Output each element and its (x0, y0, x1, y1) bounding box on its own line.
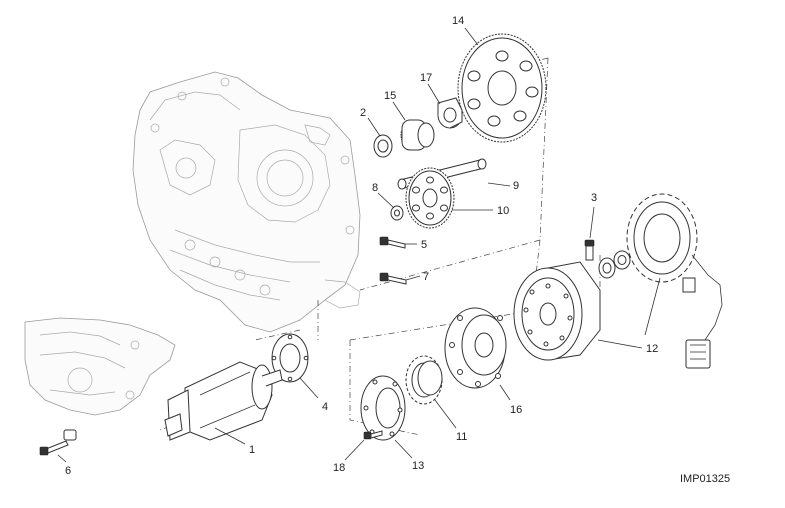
starter-motor (164, 361, 283, 441)
callout-15: 15 (384, 90, 396, 102)
screw-6 (39, 429, 77, 456)
intermediate-gear-knurled (400, 119, 435, 151)
callout-5: 5 (421, 239, 427, 251)
callout-3: 3 (591, 192, 597, 204)
callout-7: 7 (423, 271, 429, 283)
callout-1: 1 (249, 444, 255, 456)
callout-6: 6 (65, 465, 71, 477)
clutch-cover-plate (360, 375, 406, 441)
leader-lines (57, 27, 661, 463)
crankcase-illustration (132, 71, 361, 333)
flywheel-washer (598, 250, 631, 279)
callout-2: 2 (360, 107, 366, 119)
freewheel-clutch (405, 355, 443, 405)
callout-labels: 1 2 3 4 5 6 7 8 9 10 11 12 13 14 15 16 1… (65, 15, 658, 477)
generator-rotor (513, 261, 601, 361)
callout-14: 14 (452, 15, 464, 27)
flywheel-hub (444, 307, 507, 389)
callout-13: 13 (412, 460, 424, 472)
thrust-washer (373, 134, 393, 158)
callout-18: 18 (333, 462, 345, 474)
screw-18 (363, 430, 383, 440)
generator-stator (626, 193, 723, 369)
large-starter-gear (457, 33, 547, 143)
callout-10: 10 (497, 205, 509, 217)
small-washer (390, 205, 404, 221)
bushing (437, 97, 463, 129)
crankcase-lower-illustration (24, 317, 176, 416)
starter-gasket (271, 333, 309, 383)
callout-16: 16 (510, 404, 522, 416)
diagram-code: IMP01325 (680, 473, 730, 485)
screw-3 (584, 239, 595, 261)
idler-gear (405, 167, 455, 229)
screw-7 (379, 272, 407, 285)
screw-5 (379, 236, 406, 249)
callout-4: 4 (322, 401, 328, 413)
callout-11: 11 (456, 431, 467, 443)
callout-9: 9 (513, 180, 519, 192)
callout-8: 8 (372, 182, 378, 194)
callout-17: 17 (420, 72, 432, 84)
callout-12: 12 (646, 343, 658, 355)
